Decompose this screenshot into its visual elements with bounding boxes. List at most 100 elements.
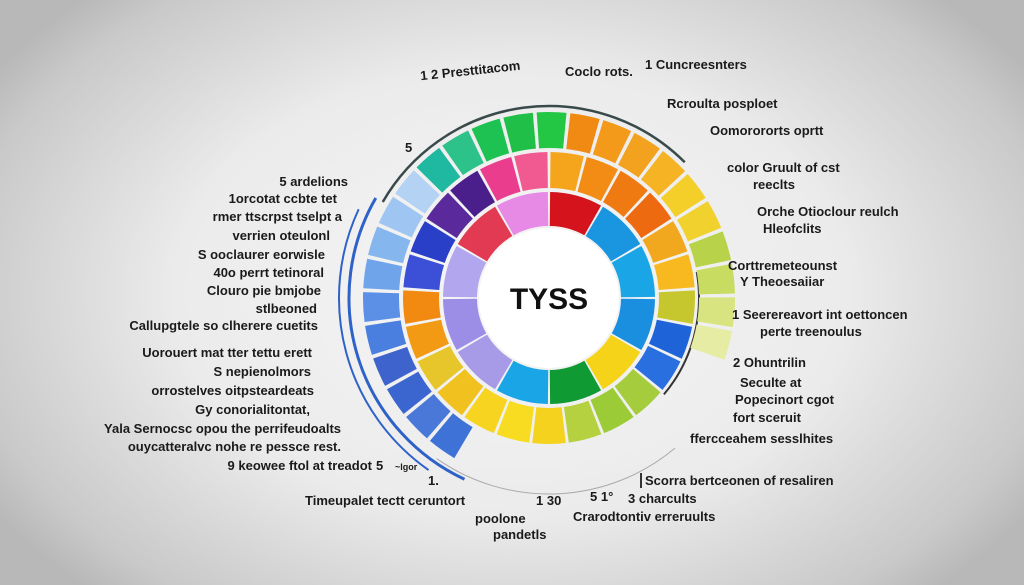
right-label: Popecinort cgot [735, 392, 834, 407]
right-label: Orche Otioclour reulch [757, 204, 899, 219]
middle-ring-segment [653, 254, 695, 290]
inner-arc-line [663, 271, 700, 396]
outer-ring-segment [689, 231, 732, 268]
middle-ring-segment [496, 400, 535, 443]
small-label: 5 [376, 458, 384, 473]
outer-ring-segment [566, 113, 600, 154]
left-arc-line [338, 208, 430, 471]
middle-ring-segment [403, 254, 445, 290]
middle-ring-segment [480, 156, 521, 202]
wheel-center-disc [479, 228, 619, 368]
left-label: Uorouert mat tter tettu erett [142, 345, 312, 360]
middle-ring-segment [625, 192, 672, 239]
right-label: color Gruult of cst [727, 160, 840, 175]
middle-ring-segment [417, 345, 464, 390]
outer-ring-segment [416, 147, 461, 193]
left-label: 40o perrt tetinoral [213, 265, 324, 280]
middle-ring-segment [657, 290, 695, 324]
outer-ring-segment [677, 201, 722, 242]
inner-ring-segment [496, 192, 549, 236]
inner-ring-segment [496, 360, 549, 404]
left-label: ouycatteralvc nohe re pessce rest. [127, 439, 341, 454]
middle-ring-segment [437, 369, 484, 416]
right-label: Oomorororts oprtt [710, 123, 824, 138]
left-arc-line [347, 197, 466, 481]
middle-ring-segment [410, 221, 456, 263]
bottom-label: 1 30 [536, 493, 562, 508]
middle-ring-segment [563, 400, 602, 443]
left-label: Gy conorialitontat, [195, 402, 310, 417]
middle-ring-segment [402, 290, 441, 324]
outer-ring-segment [660, 174, 706, 218]
wheel-center-label: TYSS [510, 283, 588, 316]
outer-ring-segment [363, 292, 401, 322]
outer-ring-segment [395, 170, 441, 214]
right-label: Rcroulta posploet [667, 96, 778, 111]
top-label: Coclo rots. [565, 64, 633, 79]
outer-ring-segment [406, 394, 451, 439]
bottom-label: Crarodtontiv erreruults [573, 509, 716, 524]
inner-ring-segment [443, 298, 487, 351]
middle-ring-segment [602, 170, 648, 218]
right-label: 1 Seerereavort int oettoncen [732, 307, 908, 322]
left-label: stlbeoned [255, 301, 317, 316]
inner-ring-segment [443, 245, 487, 298]
wheel-arc-lines [338, 104, 700, 495]
outer-ring-segment [429, 413, 473, 459]
right-label: 2 Ohuntrilin [733, 355, 806, 370]
inner-ring-segment [457, 206, 513, 262]
small-label: ~lgor [395, 462, 418, 472]
middle-ring-segment [550, 152, 584, 192]
outer-ring-segment [378, 196, 424, 238]
outer-ring-segment [536, 112, 567, 149]
left-label: 9 keowee ftol at treadot [227, 458, 372, 473]
right-label: Seculte at [740, 375, 802, 390]
left-label: S nepienolmors [213, 364, 311, 379]
inner-ring-segment [549, 192, 602, 236]
middle-ring-segment [614, 369, 661, 416]
outer-ring-segment [365, 320, 407, 355]
middle-ring-segment [464, 387, 508, 434]
right-label: Hleofclits [763, 221, 822, 236]
left-label: 1orcotat ccbte tet [228, 191, 337, 206]
top-label: 1 Cuncreesnters [645, 57, 747, 72]
outer-ring-segment [386, 371, 432, 415]
outer-ring-segment [618, 132, 660, 178]
middle-ring-segment [649, 319, 693, 359]
outer-ring-segment [503, 112, 536, 153]
left-label: Callupgtele so clherere cuetits [129, 318, 318, 333]
middle-ring-segment [426, 192, 473, 239]
outer-ring-segment [640, 151, 686, 196]
right-label: fort sceruit [733, 410, 801, 425]
outer-ring-segment [696, 263, 735, 295]
inner-ring-segment [585, 206, 641, 262]
middle-ring-segment [577, 156, 618, 202]
outer-ring-segment [368, 226, 411, 264]
left-label: rmer ttscrpst tselpt a [212, 209, 342, 224]
bottom-label: Timeupalet tectt ceruntort [305, 493, 466, 508]
bottom-label: 1. [428, 473, 439, 488]
left-label: Yala Sernocsc opou the perrifeudoalts [104, 421, 341, 436]
inner-ring-segment [585, 334, 641, 390]
left-label: verrien oteulonl [232, 228, 330, 243]
bottom-label: Scorra bertceonen of resaliren [640, 473, 834, 488]
wheel-segments [363, 112, 735, 459]
middle-ring-segment [514, 152, 548, 192]
middle-ring-segment [450, 170, 496, 218]
bottom-label: 3 charcults [628, 491, 697, 506]
inner-ring-segment [549, 360, 602, 404]
outer-ring-segment [471, 118, 510, 162]
middle-ring-segment [532, 407, 566, 444]
outer-ring-segment [592, 120, 632, 164]
outer-ring-segment [373, 346, 417, 386]
left-label: S ooclaurer eorwisle [197, 247, 325, 262]
left-label: 5 ardelions [279, 174, 348, 189]
bottom-label: 5 1° [590, 489, 614, 504]
right-label: Y Theoesaiiar [740, 274, 825, 289]
outer-ring-segment [690, 324, 733, 360]
inner-ring-segment [611, 245, 655, 298]
bottom-label: pandetls [493, 527, 547, 542]
right-label: perte treenoulus [760, 324, 862, 339]
bottom-arc-line [436, 447, 676, 495]
bottom-label: poolone [475, 511, 526, 526]
